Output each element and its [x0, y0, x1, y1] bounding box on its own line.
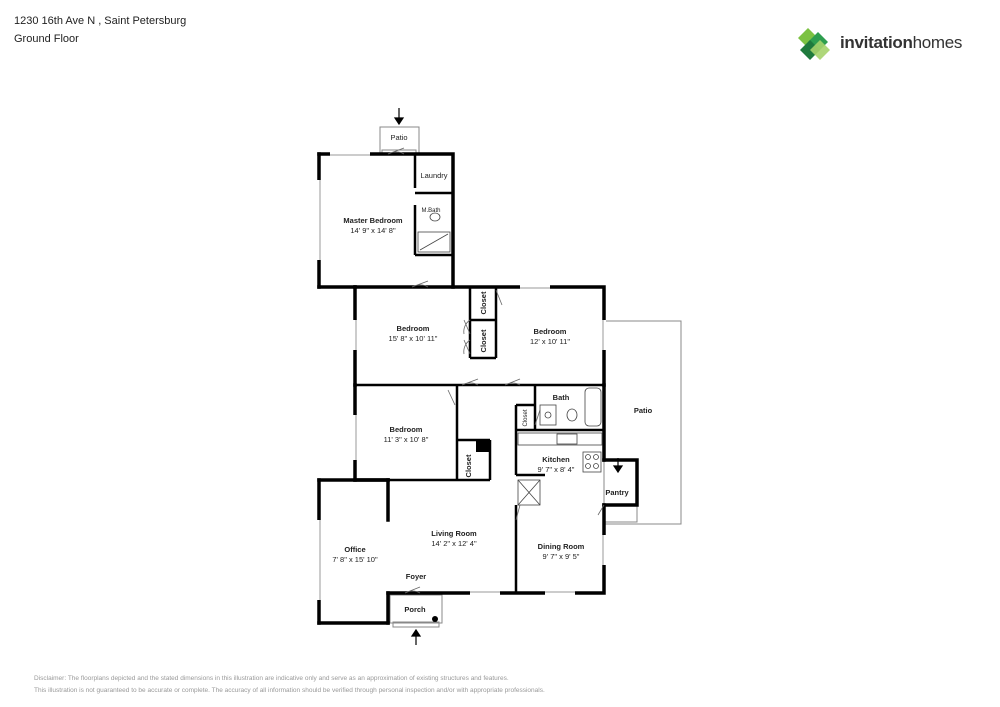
brand-logo: invitationhomes — [798, 26, 978, 62]
bath-toilet-fixture — [566, 408, 578, 422]
bedroom-3-dim: 11' 3" x 10' 8" — [384, 435, 429, 444]
patio-side-outline — [604, 320, 682, 525]
laundry-label: Laundry — [420, 171, 447, 180]
dining-room-dim: 9' 7" x 9' 5" — [543, 552, 580, 561]
closet-bath-label: Closet — [523, 409, 529, 426]
master-bedroom-dim: 14' 9" x 14' 8" — [350, 226, 396, 235]
refrigerator-fixture — [517, 479, 541, 506]
bedroom-2-label: Bedroom — [534, 327, 567, 336]
stove-fixture — [582, 451, 602, 473]
porch-outline — [389, 594, 443, 624]
shower-fixture — [417, 231, 451, 253]
exterior-walls — [317, 152, 639, 625]
pantry-label: Pantry — [605, 488, 629, 497]
chimney-block — [476, 440, 490, 452]
kitchen-dim: 9' 7" x 8' 4" — [538, 465, 575, 474]
mbath-toilet-fixture — [429, 212, 441, 222]
patio-side-label: Patio — [634, 406, 653, 415]
foyer-label: Foyer — [406, 572, 427, 581]
mbath-label: M.Bath — [421, 208, 440, 214]
brand-name-part2: homes — [912, 33, 963, 52]
fixtures — [417, 212, 603, 506]
kitchen-sink-fixture — [556, 433, 578, 445]
bedroom-1-dim: 15' 8" x 10' 11" — [389, 334, 438, 343]
porch-light-icon — [432, 616, 438, 622]
master-bedroom-label: Master Bedroom — [343, 216, 403, 225]
patio-top-label: Patio — [390, 133, 407, 142]
entry-arrows — [393, 108, 624, 645]
kitchen-counter — [517, 432, 603, 446]
office-dim: 7' 8" x 15' 10" — [332, 555, 378, 564]
bathtub-fixture — [584, 387, 602, 427]
brand-mark-icon — [798, 28, 830, 60]
disclaimer-line-2: This illustration is not guaranteed to b… — [34, 687, 545, 694]
disclaimer-line-1: Disclaimer: The floorplans depicted and … — [34, 675, 509, 682]
bedroom-2-dim: 12' x 10' 11" — [530, 337, 570, 346]
bedroom-1-label: Bedroom — [397, 324, 430, 333]
kitchen-label: Kitchen — [542, 455, 570, 464]
brand-name-part1: invitation — [840, 33, 913, 52]
outdoor-outlines — [379, 126, 682, 628]
bedroom-3-label: Bedroom — [390, 425, 423, 434]
bath-label: Bath — [553, 393, 570, 402]
doors — [387, 147, 605, 594]
porch-step-outline — [392, 621, 440, 628]
closet-b-label: Closet — [479, 329, 488, 352]
property-address: 1230 16th Ave N , Saint Petersburg — [14, 15, 187, 27]
living-room-label: Living Room — [431, 529, 477, 538]
porch-label: Porch — [404, 605, 426, 614]
living-room-dim: 14' 2" x 12' 4" — [431, 539, 477, 548]
room-labels: Patio Laundry Master Bedroom 14' 9" x 14… — [332, 133, 652, 614]
closet-c-label: Closet — [464, 454, 473, 477]
closet-a-label: Closet — [479, 291, 488, 314]
bath-sink-fixture — [539, 404, 557, 426]
office-label: Office — [344, 545, 365, 554]
windows — [317, 152, 606, 600]
floor-label: Ground Floor — [14, 33, 79, 45]
brand-wordmark: invitationhomes — [840, 33, 962, 53]
dining-room-label: Dining Room — [538, 542, 585, 551]
